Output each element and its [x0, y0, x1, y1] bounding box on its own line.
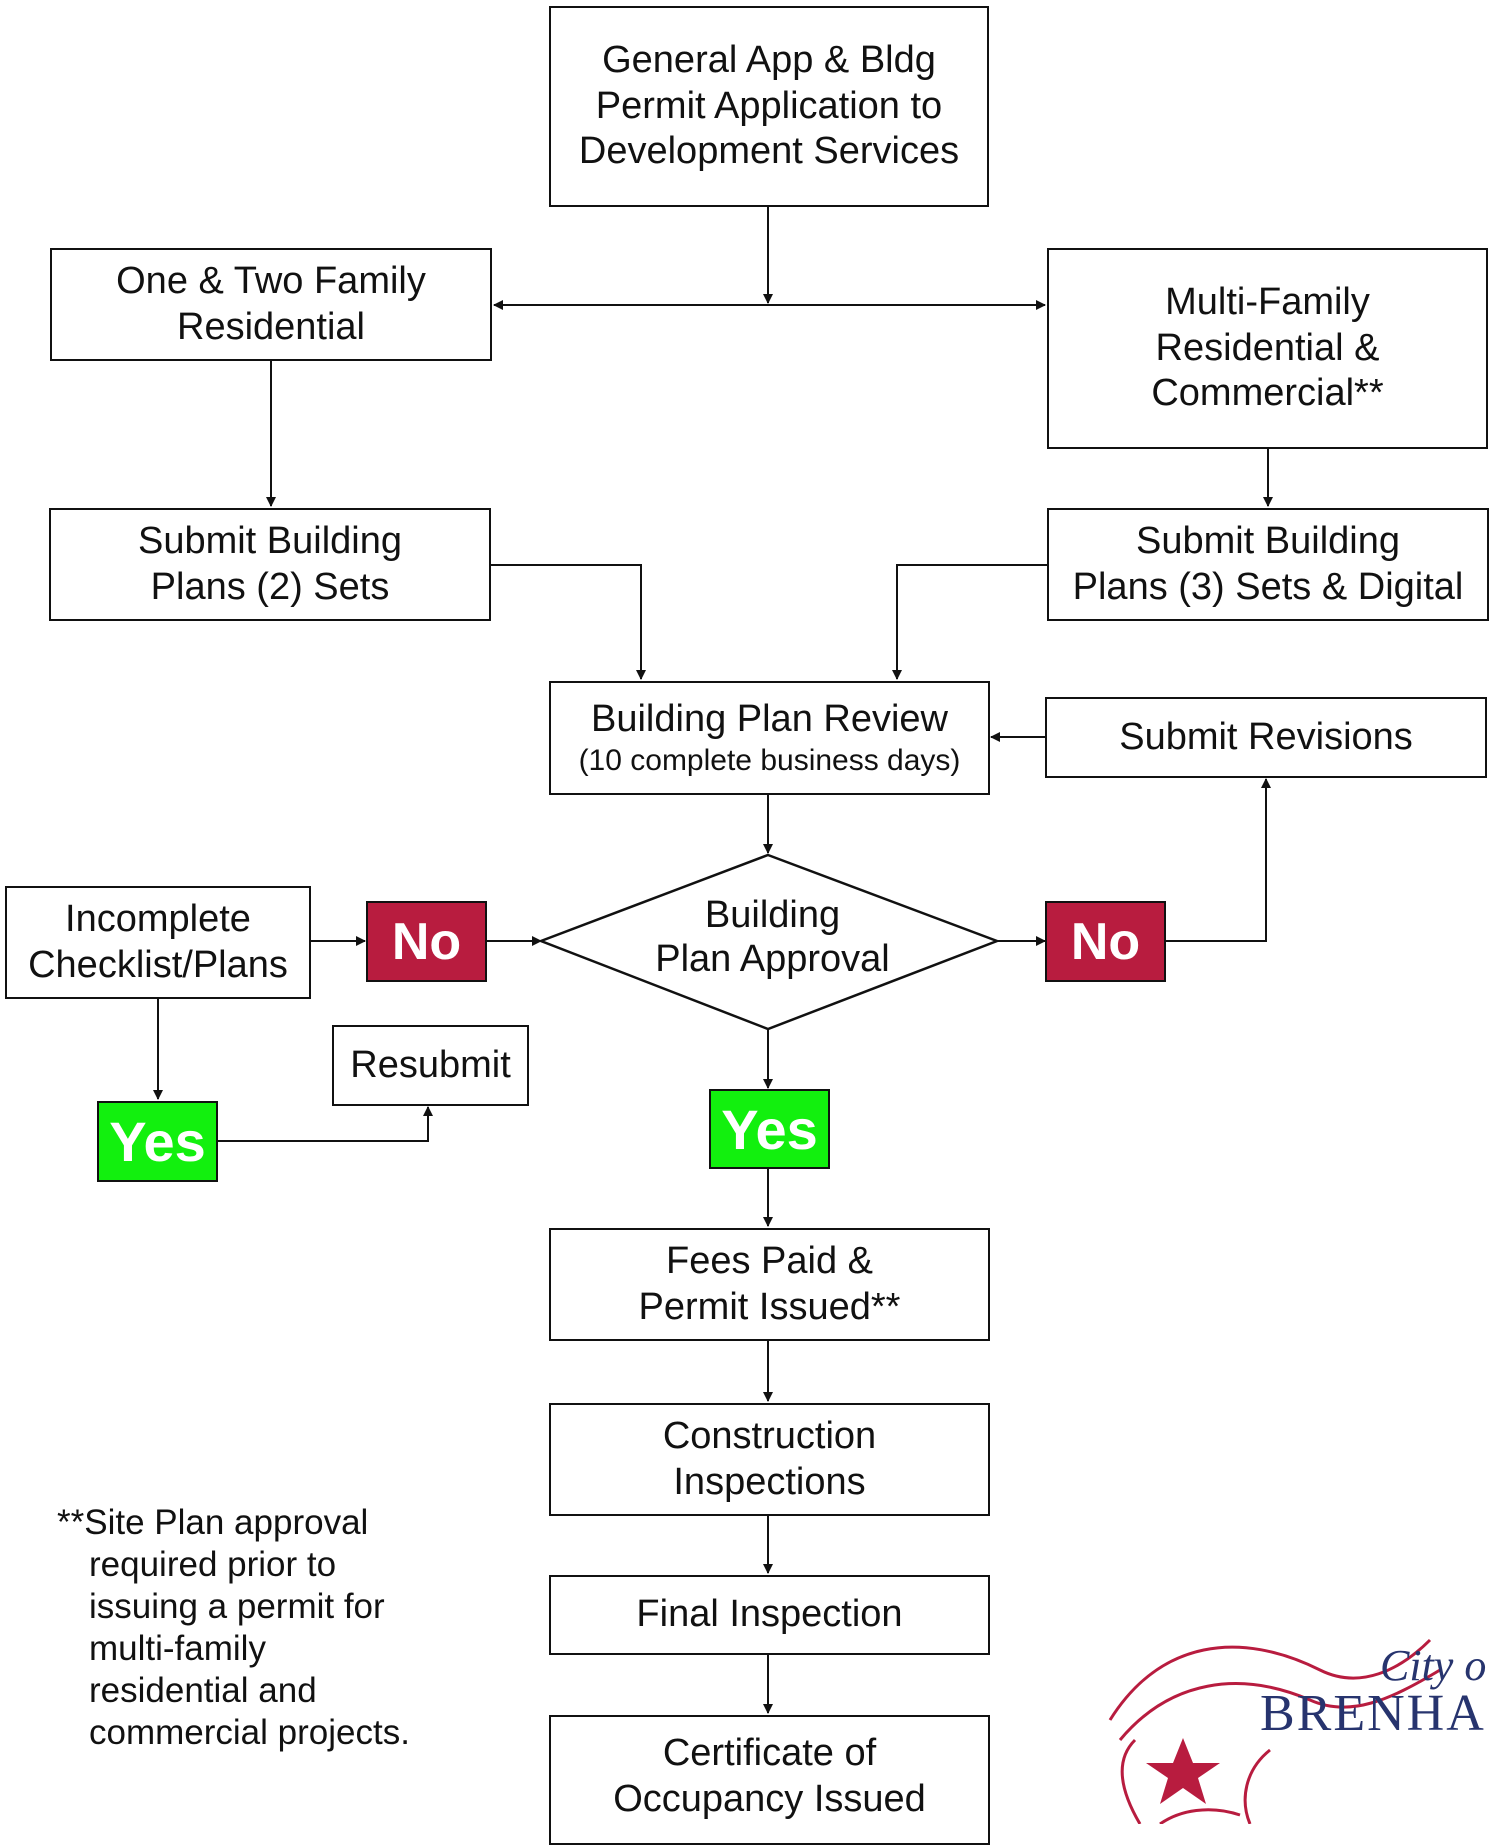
one-two-family-line-2: Residential: [177, 305, 365, 348]
certificate-box: Certificate of Occupancy Issued: [549, 1715, 990, 1845]
approval-diamond: [537, 853, 1001, 1031]
general-app-line-3: Development Services: [578, 130, 960, 173]
incomplete-line-2: Checklist/Plans: [28, 943, 288, 986]
one-two-family-box: One & Two Family Residential: [50, 248, 492, 361]
general-app-line-1: General App & Bldg: [602, 39, 936, 82]
logo-star-icon: [1146, 1738, 1220, 1804]
approval-line-1: Building: [704, 894, 841, 936]
submit-plans-2-line-2: Plans (2) Sets: [150, 565, 390, 608]
footnote-line-2: required prior to: [89, 1545, 337, 1584]
footnote-line-5: residential and: [89, 1671, 317, 1710]
connector-plans3-review: [892, 564, 1048, 680]
footnote-line-4: multi-family: [89, 1629, 266, 1668]
multi-family-line-1: Multi-Family: [1165, 281, 1370, 324]
city-logo: City o BRENHA: [1108, 1638, 1486, 1824]
logo-text-name: BRENHA: [1260, 1685, 1486, 1742]
resubmit-box: Resubmit: [332, 1025, 529, 1106]
submit-revisions-box: Submit Revisions: [1045, 697, 1487, 778]
no-badge-left: No: [366, 901, 487, 982]
footnote-line-1: **Site Plan approval: [57, 1503, 369, 1542]
submit-plans-3-line-2: Plans (3) Sets & Digital: [1072, 565, 1464, 608]
site-plan-footnote: **Site Plan approval required prior to i…: [57, 1502, 410, 1754]
plan-review-subtitle: (10 complete business days): [578, 743, 961, 777]
submit-plans-2-box: Submit Building Plans (2) Sets: [49, 508, 491, 621]
yes-badge-left: Yes: [97, 1101, 218, 1182]
incomplete-line-1: Incomplete: [65, 897, 251, 940]
no-badge-right: No: [1045, 901, 1166, 982]
multi-family-box: Multi-Family Residential & Commercial**: [1047, 248, 1488, 449]
submit-plans-3-line-1: Submit Building: [1135, 519, 1401, 562]
multi-family-line-3: Commercial**: [1151, 372, 1384, 415]
logo-text-city: City o: [1380, 1641, 1486, 1690]
logo-flag-stroke-3: [1120, 1738, 1142, 1824]
final-inspection-label: Final Inspection: [636, 1593, 903, 1636]
construction-box: Construction Inspections: [549, 1403, 990, 1516]
fees-paid-line-2: Permit Issued**: [638, 1285, 901, 1328]
submit-plans-2-line-1: Submit Building: [137, 519, 403, 562]
approval-line-2: Plan Approval: [655, 937, 890, 980]
fees-paid-line-1: Fees Paid &: [666, 1239, 873, 1282]
construction-line-2: Inspections: [673, 1460, 866, 1503]
fees-paid-box: Fees Paid & Permit Issued**: [549, 1228, 990, 1341]
logo-flag-stroke-5: [1159, 1808, 1241, 1824]
general-app-box: General App & Bldg Permit Application to…: [549, 6, 989, 207]
logo-flag-stroke-4: [1243, 1748, 1271, 1824]
resubmit-label: Resubmit: [350, 1043, 511, 1086]
logo-flag-stroke-1: [1108, 1638, 1432, 1721]
connector-no-revisions: [1166, 778, 1271, 942]
connector-plans2-review: [490, 564, 646, 680]
incomplete-box: Incomplete Checklist/Plans: [5, 886, 311, 999]
certificate-line-2: Occupancy Issued: [613, 1777, 926, 1820]
final-inspection-box: Final Inspection: [549, 1575, 990, 1655]
footnote-line-6: commercial projects.: [89, 1713, 410, 1752]
one-two-family-line-1: One & Two Family: [116, 259, 426, 302]
general-app-line-2: Permit Application to: [595, 84, 943, 127]
logo-flag-stroke-2: [1118, 1668, 1441, 1741]
footnote-line-3: issuing a permit for: [89, 1587, 385, 1626]
multi-family-line-2: Residential &: [1155, 326, 1380, 369]
connector-yes-resubmit: [218, 1106, 433, 1142]
yes-badge-center: Yes: [709, 1089, 830, 1169]
approval-label: Building Plan Approval: [600, 894, 945, 981]
plan-review-title: Building Plan Review: [591, 698, 948, 741]
submit-revisions-label: Submit Revisions: [1119, 715, 1413, 758]
plan-review-box: Building Plan Review (10 complete busine…: [549, 681, 990, 795]
certificate-line-1: Certificate of: [662, 1732, 877, 1774]
submit-plans-3-box: Submit Building Plans (3) Sets & Digital: [1047, 508, 1489, 621]
construction-line-1: Construction: [662, 1414, 877, 1457]
